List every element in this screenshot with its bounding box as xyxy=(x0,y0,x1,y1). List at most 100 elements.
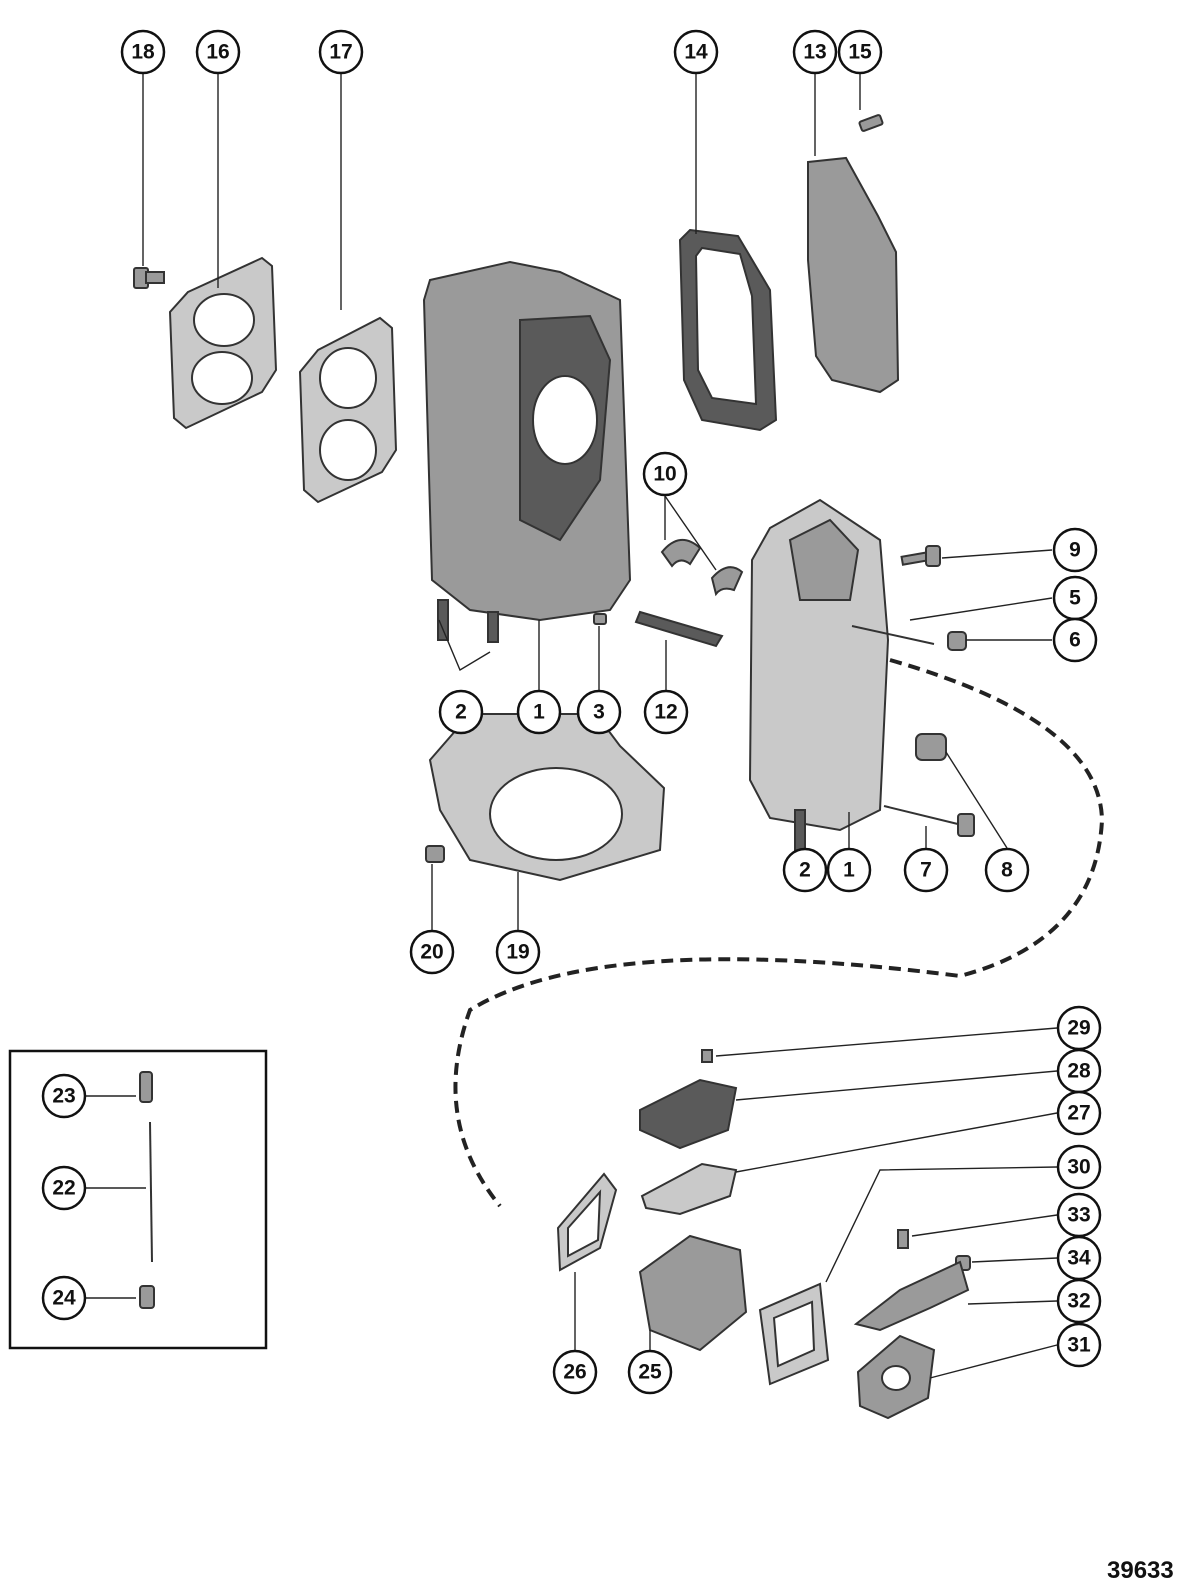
svg-text:25: 25 xyxy=(638,1361,662,1384)
callout-1-right: 1 xyxy=(826,847,872,893)
inset-panel xyxy=(8,1049,268,1350)
callout-12: 12 xyxy=(643,689,689,735)
part-gasket-19 xyxy=(428,713,666,882)
callout-33: 33 xyxy=(1056,1192,1102,1238)
callout-8: 8 xyxy=(984,847,1030,893)
svg-text:10: 10 xyxy=(653,463,676,486)
part-cylinder-head-right xyxy=(748,498,890,857)
callout-27: 27 xyxy=(1056,1090,1102,1136)
callout-15: 15 xyxy=(837,29,883,75)
callout-14: 14 xyxy=(673,29,719,75)
svg-text:13: 13 xyxy=(803,41,826,64)
callout-26: 26 xyxy=(552,1349,598,1395)
svg-text:1: 1 xyxy=(843,859,855,882)
svg-text:14: 14 xyxy=(684,41,708,64)
part-fitting-23 xyxy=(139,1071,153,1103)
callout-28: 28 xyxy=(1056,1048,1102,1094)
part-gasket-17 xyxy=(298,316,398,504)
callout-6: 6 xyxy=(1052,617,1098,663)
part-reed-block-25 xyxy=(638,1234,748,1352)
callout-17: 17 xyxy=(318,29,364,75)
callout-13: 13 xyxy=(792,29,838,75)
routing-dashed-line xyxy=(453,658,1105,1208)
callout-20: 20 xyxy=(409,929,455,975)
svg-text:20: 20 xyxy=(420,941,443,964)
callout-22: 22 xyxy=(41,1165,87,1211)
part-bearing-10 xyxy=(660,539,744,597)
svg-text:17: 17 xyxy=(329,41,352,64)
part-dowel-3 xyxy=(593,613,607,625)
callout-24: 24 xyxy=(41,1275,87,1321)
part-reed-28 xyxy=(639,1078,738,1150)
svg-text:32: 32 xyxy=(1067,1290,1090,1313)
leader-lines xyxy=(86,74,1058,1379)
figure-number: 39633 xyxy=(1107,1557,1174,1584)
part-screw-33 xyxy=(897,1229,909,1249)
svg-text:34: 34 xyxy=(1067,1247,1091,1270)
part-plug-6 xyxy=(947,631,967,651)
svg-text:24: 24 xyxy=(52,1287,76,1310)
callout-18: 18 xyxy=(120,29,166,75)
part-screw-18 xyxy=(133,267,165,289)
part-fitting-24 xyxy=(139,1285,155,1309)
callout-9: 9 xyxy=(1052,527,1098,573)
svg-text:9: 9 xyxy=(1069,539,1081,562)
part-bolt-9 xyxy=(900,545,941,567)
svg-text:7: 7 xyxy=(920,859,932,882)
svg-text:2: 2 xyxy=(455,701,467,724)
callout-31: 31 xyxy=(1056,1322,1102,1368)
callout-32: 32 xyxy=(1056,1278,1102,1324)
callout-2-left: 2 xyxy=(438,689,484,735)
part-gasket-16 xyxy=(168,256,278,430)
callout-5: 5 xyxy=(1052,575,1098,621)
part-bolt-8 xyxy=(915,733,947,761)
svg-text:8: 8 xyxy=(1001,859,1013,882)
svg-text:22: 22 xyxy=(52,1177,75,1200)
callouts: 18 16 17 14 13 15 10 9 5 6 2 1 3 12 2 1 … xyxy=(41,29,1102,1395)
callout-16: 16 xyxy=(195,29,241,75)
svg-text:27: 27 xyxy=(1067,1102,1090,1125)
callout-7: 7 xyxy=(903,847,949,893)
svg-text:3: 3 xyxy=(593,701,605,724)
part-flange-31 xyxy=(856,1334,936,1420)
part-gasket-30 xyxy=(758,1282,830,1386)
svg-text:6: 6 xyxy=(1069,629,1081,652)
svg-text:15: 15 xyxy=(848,41,872,64)
svg-text:19: 19 xyxy=(506,941,529,964)
callout-1-left: 1 xyxy=(516,689,562,735)
callout-29: 29 xyxy=(1056,1005,1102,1051)
svg-text:12: 12 xyxy=(654,701,677,724)
svg-text:1: 1 xyxy=(533,701,545,724)
callout-25: 25 xyxy=(627,1349,673,1395)
part-nut-20 xyxy=(425,845,445,863)
svg-text:18: 18 xyxy=(131,41,155,64)
part-long-bolt-7 xyxy=(883,805,975,837)
svg-text:16: 16 xyxy=(206,41,229,64)
part-gasket-26 xyxy=(556,1172,618,1272)
callout-19: 19 xyxy=(495,929,541,975)
svg-text:26: 26 xyxy=(563,1361,586,1384)
part-gasket-14 xyxy=(678,228,778,432)
svg-text:2: 2 xyxy=(799,859,811,882)
part-hose-22 xyxy=(149,1121,153,1263)
callout-3: 3 xyxy=(576,689,622,735)
callout-2-right: 2 xyxy=(782,847,828,893)
part-lever-32 xyxy=(853,1260,970,1332)
part-screw-29 xyxy=(701,1049,713,1063)
part-stud-5 xyxy=(851,625,935,645)
svg-text:29: 29 xyxy=(1067,1017,1090,1040)
svg-text:31: 31 xyxy=(1067,1334,1091,1357)
part-strip-12 xyxy=(634,610,724,648)
callout-34: 34 xyxy=(1056,1235,1102,1281)
callout-10: 10 xyxy=(642,451,688,497)
callout-23: 23 xyxy=(41,1073,87,1119)
part-cylinder-block-left xyxy=(422,260,632,643)
svg-text:28: 28 xyxy=(1067,1060,1091,1083)
part-screw-15 xyxy=(858,114,884,132)
svg-text:30: 30 xyxy=(1067,1156,1090,1179)
part-cover-13 xyxy=(807,156,900,394)
svg-text:5: 5 xyxy=(1069,587,1081,610)
part-reed-27 xyxy=(640,1162,738,1216)
